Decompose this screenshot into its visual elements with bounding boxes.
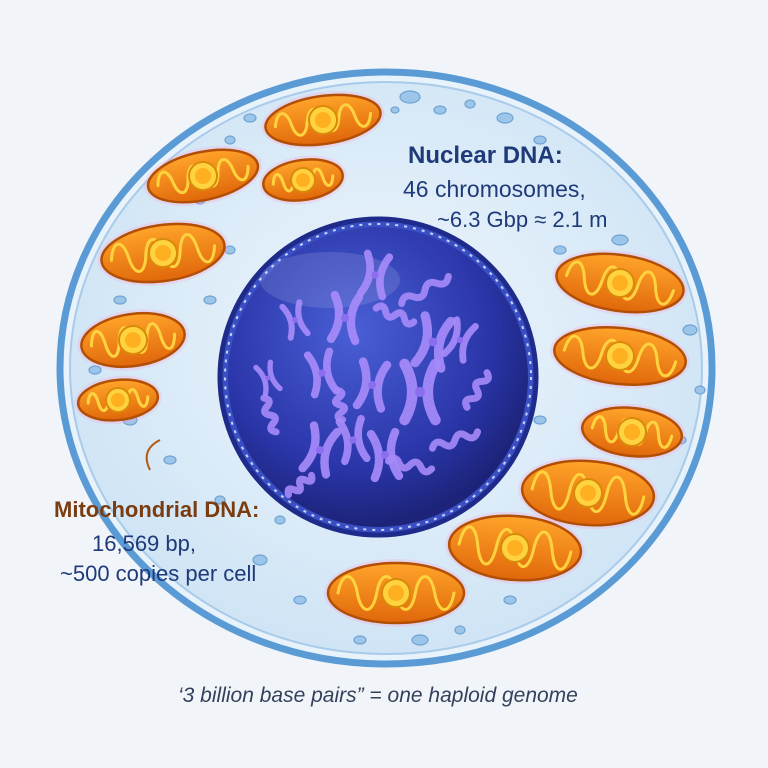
- vesicle: [464, 99, 476, 109]
- nuclear-dna-title: Nuclear DNA:: [408, 142, 563, 169]
- mitochondrion: [77, 309, 189, 371]
- mitochondrion: [259, 155, 347, 205]
- vesicle: [533, 415, 547, 425]
- mitochondrion: [552, 249, 688, 317]
- vesicle: [533, 135, 547, 145]
- vesicle: [214, 495, 226, 505]
- vesicle: [496, 112, 514, 124]
- vesicles: [88, 90, 706, 646]
- mito-dna-length: 16,569 bp,: [92, 531, 196, 556]
- mitochondrion: [518, 456, 658, 530]
- chromosome: [399, 358, 441, 426]
- vesicle: [274, 515, 286, 525]
- mitochondrion: [445, 511, 585, 585]
- nuclear-dna-chromosomes: 46 chromosomes,: [403, 176, 586, 202]
- chromatin-strand: [284, 471, 316, 499]
- vesicle: [553, 245, 567, 255]
- chromosome: [352, 357, 392, 413]
- chromatin-strand: [462, 369, 492, 411]
- mitochondrion: [261, 90, 385, 150]
- vesicle: [454, 625, 466, 635]
- vesicle: [399, 90, 421, 104]
- vesicle: [353, 635, 367, 645]
- chromosome: [441, 316, 479, 364]
- mitochondria: [74, 90, 690, 627]
- genome-footnote: ‘3 billion base pairs” = one haploid gen…: [178, 684, 578, 707]
- vesicle: [433, 105, 447, 115]
- chromosome: [298, 421, 342, 479]
- mitochondrion: [144, 145, 262, 207]
- chromosome: [303, 347, 341, 399]
- mito-dna-copies: ~500 copies per cell: [60, 561, 257, 586]
- mitochondrion: [74, 375, 162, 425]
- chromosome: [366, 427, 404, 483]
- vesicle: [694, 385, 706, 395]
- vesicle: [390, 106, 400, 114]
- mitochondrion: [550, 323, 690, 389]
- vesicle: [224, 135, 236, 145]
- chromosome: [335, 414, 371, 466]
- vesicle: [163, 455, 177, 465]
- nuclear-pores: [224, 223, 532, 531]
- vesicle: [411, 634, 429, 646]
- vesicle: [611, 234, 629, 246]
- nucleus-highlight: [260, 252, 400, 308]
- mitochondrion: [578, 403, 686, 461]
- mitochondrion: [97, 220, 229, 286]
- chromosome: [253, 359, 283, 397]
- mitochondrion: [324, 559, 468, 627]
- vesicle: [293, 595, 307, 605]
- chromatin-strand: [260, 394, 280, 436]
- vesicle: [203, 295, 217, 305]
- chromosome: [356, 249, 394, 301]
- vesicle: [503, 595, 517, 605]
- vesicle: [682, 324, 698, 336]
- chromatin-strand: [331, 386, 349, 424]
- vesicle: [88, 365, 102, 375]
- mito-dna-title: Mitochondrial DNA:: [54, 497, 260, 522]
- vesicle: [243, 113, 257, 123]
- mito-leader-line: [145, 439, 161, 471]
- chromatin-strand: [428, 428, 482, 452]
- chromosomes: [253, 249, 492, 499]
- chromosome: [326, 290, 364, 346]
- vesicle: [113, 295, 127, 305]
- nuclear-dna-size: ~6.3 Gbp ≈ 2.1 m: [437, 207, 608, 232]
- chromosome: [279, 299, 311, 341]
- vesicle: [252, 554, 268, 566]
- chromatin-strand: [372, 302, 418, 328]
- chromatin-strand: [398, 273, 452, 307]
- chromatin-strand: [384, 454, 436, 476]
